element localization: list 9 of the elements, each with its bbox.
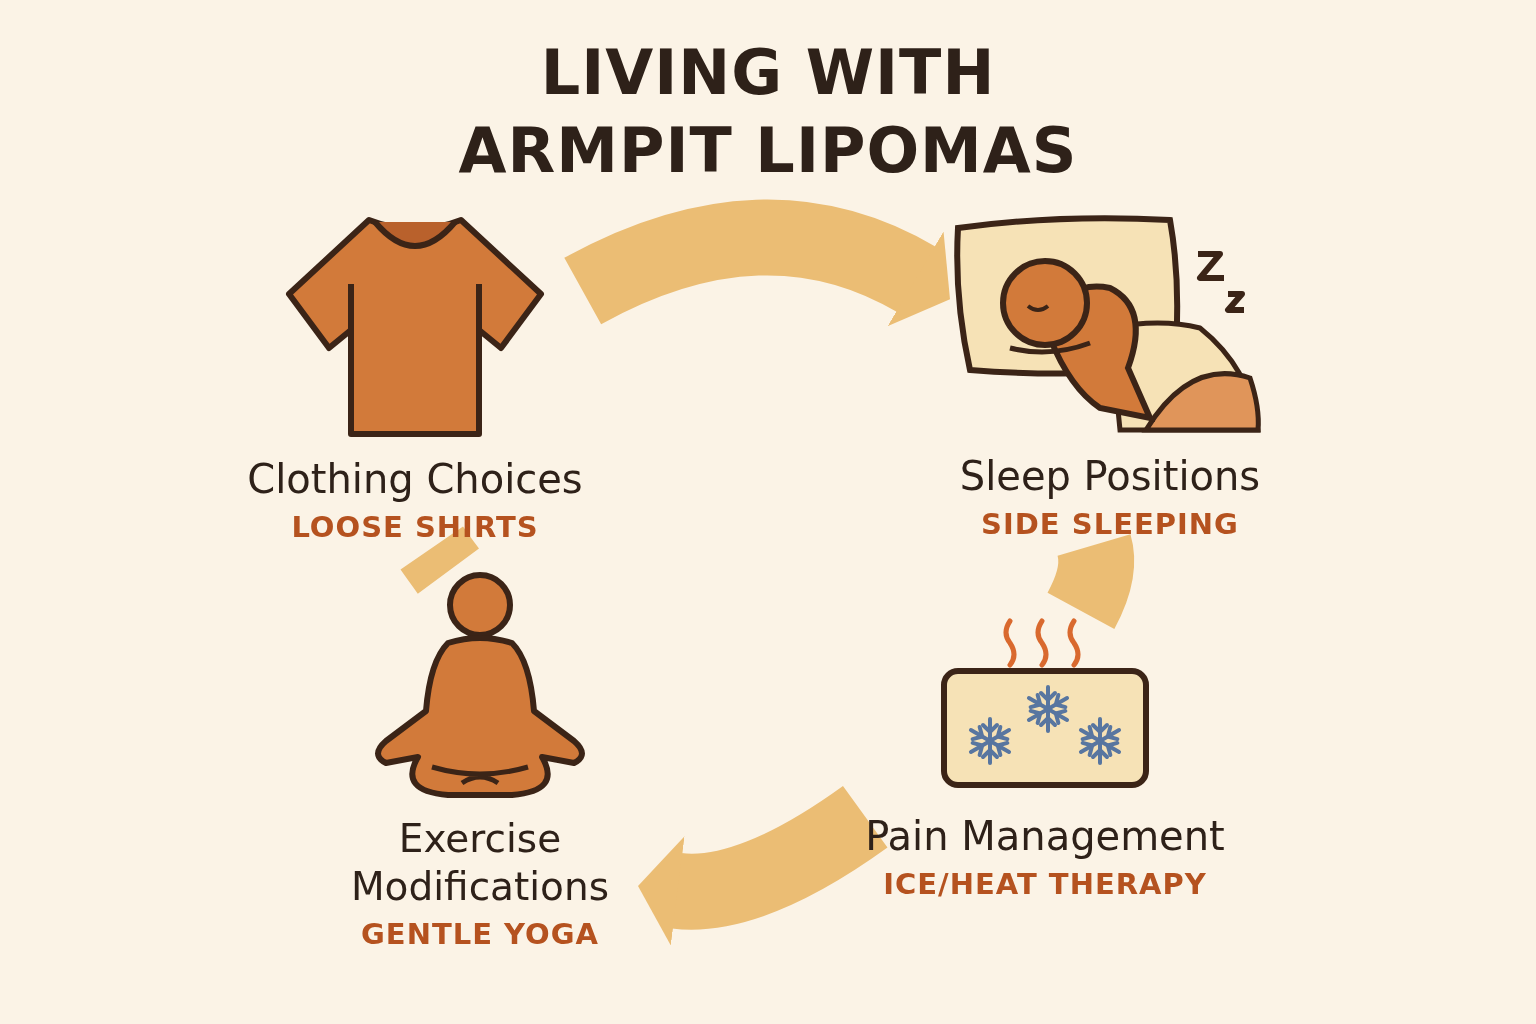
step-heading: Pain Management (865, 811, 1225, 861)
step-heading: Sleep Positions (959, 451, 1261, 501)
step-example: GENTLE YOGA (361, 916, 599, 954)
step-example: ICE/HEAT THERAPY (883, 866, 1207, 904)
step-example: SIDE SLEEPING (981, 506, 1239, 544)
step-example: LOOSE SHIRTS (291, 509, 539, 547)
step-heading: Exercise Modifications (349, 815, 610, 911)
title: LIVING WITH ARMPIT LIPOMAS (457, 35, 1079, 189)
step-heading: Clothing Choices (247, 454, 583, 504)
